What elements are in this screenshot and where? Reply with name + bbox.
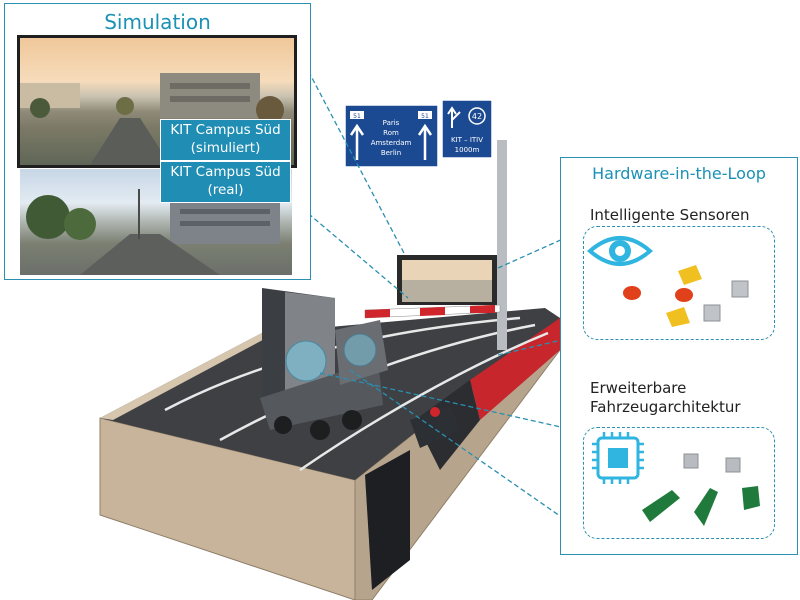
truck-wheel — [342, 410, 362, 430]
simulated-scene-graphic — [20, 73, 284, 165]
sensors-box — [583, 226, 775, 340]
route-tag-left-text: 51 — [353, 113, 361, 120]
architecture-box — [583, 427, 775, 539]
gantry-pole — [497, 140, 507, 350]
barrier-stripe-1 — [365, 309, 390, 318]
architecture-highlight — [343, 333, 377, 367]
arrow-up-icon — [349, 123, 365, 160]
extensible-architecture-label: Erweiterbare Fahrzeugarchitektur — [590, 379, 741, 417]
electronics-cabinet — [365, 450, 410, 590]
real-label-line2: (real) — [207, 182, 244, 198]
module-block-gray — [683, 453, 741, 473]
sign-destination-3: Amsterdam — [371, 139, 412, 147]
real-scene-graphic — [26, 189, 280, 275]
sensor-block-red — [623, 286, 693, 302]
simulated-campus-label: KIT Campus Süd (simuliert) — [160, 119, 291, 161]
real-campus-image — [20, 169, 292, 275]
real-campus-label: KIT Campus Süd (real) — [160, 161, 291, 203]
route-tag-right — [418, 111, 432, 119]
hardware-in-the-loop-title: Hardware-in-the-Loop — [592, 164, 766, 183]
exit-number-text: 42 — [472, 112, 482, 121]
exit-destination-text: KIT – ITIV — [451, 136, 483, 144]
real-label-line1: KIT Campus Süd — [170, 164, 281, 180]
lane-marking-3 — [299, 331, 549, 472]
architecture-label-line2: Fahrzeugarchitektur — [590, 398, 741, 416]
simulated-label-line2: (simuliert) — [190, 140, 261, 156]
chip-icon — [592, 432, 644, 484]
simulation-panel: Simulation KIT Campus Süd (simuliert) K — [4, 3, 311, 280]
sign-destination-1: Paris — [383, 119, 400, 127]
truck-wheel — [310, 420, 330, 440]
sensor-highlight — [285, 340, 327, 382]
truck-wheel — [274, 416, 292, 434]
truck-cab — [335, 320, 388, 385]
architecture-graphic — [592, 432, 760, 526]
module-block-green — [642, 486, 760, 526]
sign-destination-2: Rom — [383, 129, 399, 137]
route-tag-left — [350, 111, 364, 119]
intelligent-sensors-label: Intelligente Sensoren — [590, 206, 750, 224]
exit-distance-text: 1000m — [455, 146, 480, 154]
display-screen-sky — [402, 260, 492, 280]
exit-number-badge — [468, 107, 486, 125]
sensor-block-gray — [703, 280, 749, 322]
control-box — [410, 406, 460, 448]
architecture-label-line1: Erweiterbare — [590, 379, 687, 397]
eye-icon — [586, 236, 654, 266]
sensor-block-yellow — [666, 265, 702, 327]
barrier-stripe-3 — [470, 305, 495, 313]
arrow-up-icon — [417, 123, 433, 160]
simulated-label-line1: KIT Campus Süd — [170, 122, 281, 138]
sign-destination-4: Berlin — [381, 149, 401, 157]
route-tag-right-text: 51 — [421, 113, 429, 120]
sensors-graphic — [586, 236, 749, 327]
emergency-stop-button — [430, 407, 440, 417]
platform-side-panel — [99, 417, 356, 600]
simulation-title: Simulation — [104, 10, 211, 34]
barrier-stripe-2 — [420, 307, 445, 316]
platform-red-graphic — [470, 318, 560, 420]
platform-rim — [100, 333, 272, 420]
exit-arrow-icon — [447, 106, 461, 128]
